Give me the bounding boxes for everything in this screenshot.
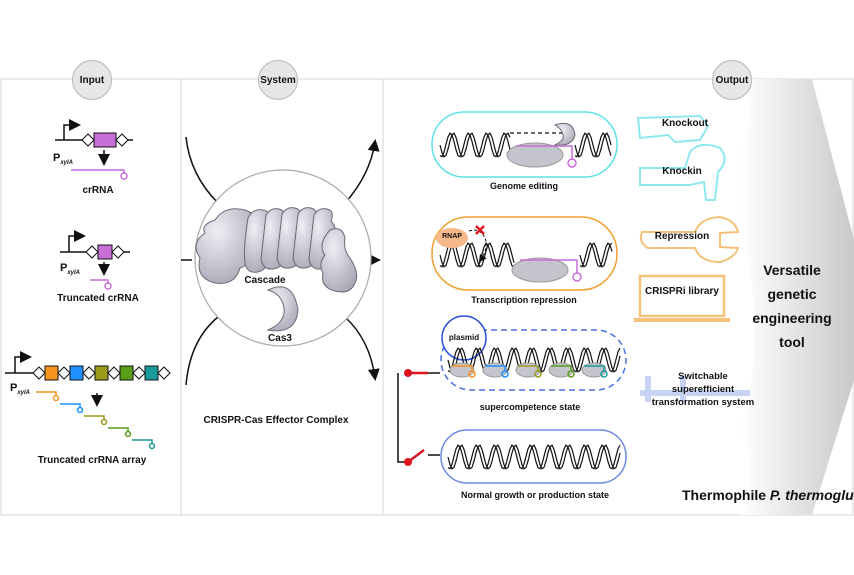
promoter-label: PxylA: [59, 262, 81, 277]
promoter-label: PxylA: [52, 152, 74, 167]
cascade-complex: [482, 362, 508, 378]
truncated-crRNA-array-label: Truncated crRNA array: [37, 455, 147, 466]
system-flow-arrows: [181, 136, 381, 386]
genome-editing-complex: [506, 122, 577, 168]
supercompetence-label: supercompetence state: [479, 402, 581, 412]
spacer-box: [119, 365, 134, 381]
repeat-diamond: [132, 366, 146, 380]
normal-growth-label: Normal growth or production state: [460, 490, 610, 500]
knockout-label: Knockout: [661, 118, 709, 129]
system-header: System: [258, 60, 298, 100]
cas3-label: Cas3: [268, 333, 292, 344]
input-truncated-construct: [60, 230, 130, 290]
dna-strand: [447, 444, 621, 470]
dna-strand: [579, 242, 613, 268]
output-header: Output: [712, 60, 752, 100]
crRNA-guide: [584, 365, 605, 371]
rnap-label: RNAP: [442, 233, 462, 240]
repeat-diamond: [32, 366, 46, 380]
repression-label: Repression: [654, 231, 710, 242]
crRNA-hairpin: [468, 370, 476, 378]
truncated-crRNA-label: Truncated crRNA: [57, 293, 139, 304]
repeat-diamond: [107, 366, 121, 380]
cascade-complex: [581, 362, 607, 378]
cascade-complex: [515, 362, 541, 378]
cascade-label: Cascade: [244, 275, 286, 286]
crRNA-hairpin: [100, 418, 108, 426]
crRNA-fragment: [36, 391, 57, 396]
state-switch[interactable]: [397, 369, 440, 466]
crRNA-hairpin: [76, 406, 84, 414]
cascade-complex: [449, 362, 475, 378]
organism-label: Thermophile P. thermoglu: [682, 487, 854, 503]
crRNA-guide: [452, 365, 473, 371]
repeat-diamond: [82, 366, 96, 380]
knockin-label: Knockin: [662, 166, 702, 177]
genome-editing-label: Genome editing: [489, 181, 559, 191]
supercompetence-box: [440, 329, 627, 391]
spacer-box: [94, 365, 109, 381]
laptop-icon: [634, 274, 730, 322]
crRNA-hairpin: [124, 430, 132, 438]
saw-icon: [636, 114, 710, 144]
switch-icon: [640, 376, 750, 402]
cascade-protein-icon: [195, 207, 358, 293]
transcription-repression-label: Transcription repression: [471, 295, 577, 305]
summary-arrow: [740, 79, 854, 515]
wrench-icon: [639, 215, 740, 264]
input-header: Input: [72, 60, 112, 100]
spacer-box: [44, 365, 59, 381]
transcription-repression-box: [431, 216, 618, 291]
crRNA-hairpin: [567, 370, 575, 378]
crRNA-hairpin: [501, 370, 509, 378]
normal-growth-box: [440, 429, 627, 484]
summary-text: Versatile genetic engineering tool: [752, 262, 832, 350]
dna-strand: [447, 347, 621, 373]
repeat-diamond: [157, 366, 171, 380]
promoter-label: PxylA: [9, 382, 31, 397]
crRNA-fragment: [132, 439, 153, 444]
crRNA-label: crRNA: [82, 185, 114, 196]
crRNA-fragment: [84, 415, 105, 420]
crRNA-fragment: [108, 427, 129, 432]
plasmid-label: plasmid: [448, 333, 480, 342]
cas3-protein-icon: [266, 286, 299, 332]
dna-strand: [574, 132, 612, 158]
crRNA-hairpin: [148, 442, 156, 450]
input-array-construct: [5, 351, 171, 450]
spacer-box: [69, 365, 84, 381]
dna-strand: [439, 132, 511, 158]
crRNA-guide: [551, 365, 572, 371]
spacer-box: [144, 365, 159, 381]
switchable-system-label: Switchable superefficient transformation…: [651, 371, 755, 408]
repeat-diamond: [57, 366, 71, 380]
dna-strand: [447, 444, 621, 470]
hammer-icon: [639, 143, 726, 201]
crRNA-guide: [518, 365, 539, 371]
crRNA-fragment: [60, 403, 81, 408]
crRNA-hairpin: [534, 370, 542, 378]
complex-label: CRISPR-Cas Effector Complex: [203, 415, 349, 426]
crRNA-hairpin: [600, 370, 608, 378]
crRNA-hairpin: [52, 394, 60, 402]
cascade-complex: [548, 362, 574, 378]
genome-editing-box: [431, 111, 618, 178]
supercompetence-complexes: [449, 362, 608, 378]
crRNA-guide: [485, 365, 506, 371]
input-crRNA-construct: [55, 119, 133, 180]
crispri-library-label: CRISPRi library: [645, 286, 719, 297]
transcription-repression-complex: [436, 225, 582, 283]
dna-strand: [579, 242, 613, 268]
